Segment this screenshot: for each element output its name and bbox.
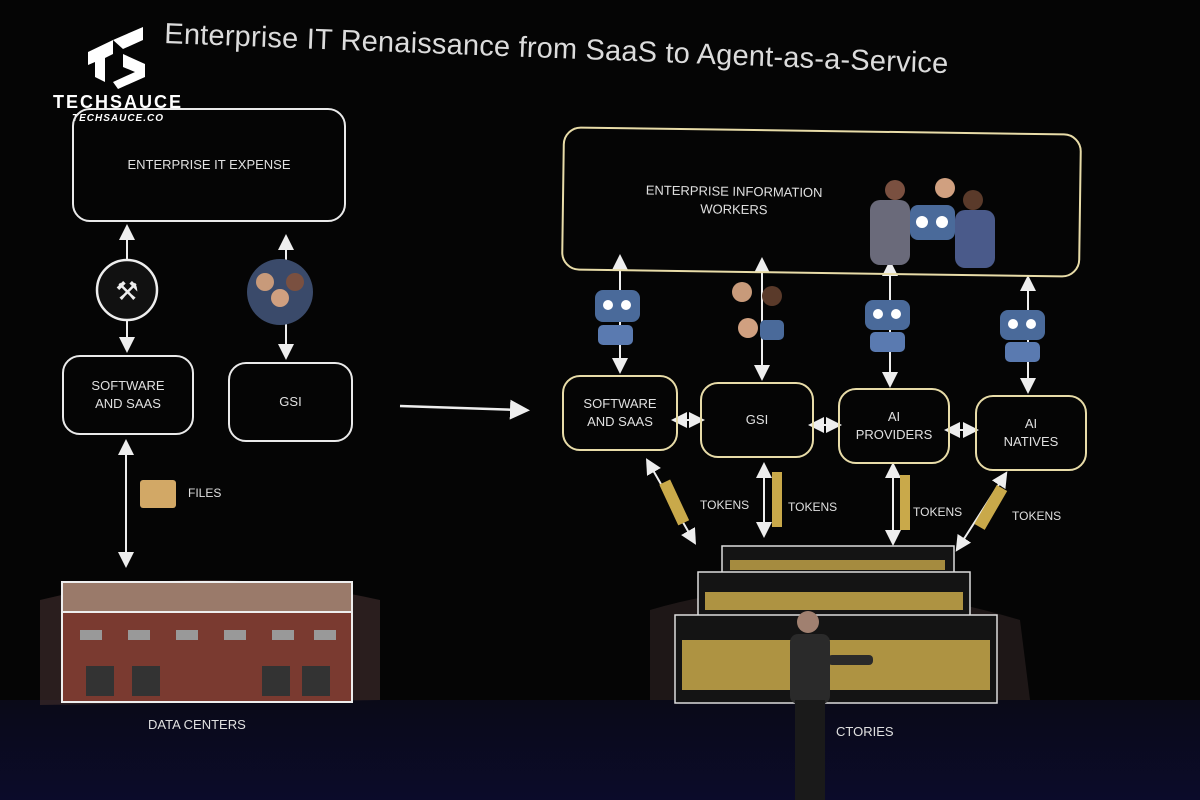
folder-icon [140, 480, 176, 508]
workers-label: ENTERPRISE INFORMATION WORKERS [645, 182, 823, 218]
gsi-label: GSI [745, 412, 769, 427]
right-gsi-box: GSI [700, 382, 814, 458]
ai-providers-box: AI PROVIDERS [838, 388, 950, 464]
ai-providers-label: AI PROVIDERS [855, 409, 933, 442]
left-software-saas-box: SOFTWARE AND SAAS [62, 355, 194, 435]
software-label: SOFTWARE AND SAAS [91, 378, 165, 411]
tokens-label: TOKENS [913, 505, 963, 519]
watermark-url: TECHSAUCE.CO [71, 113, 164, 124]
expense-label: ENTERPRISE IT EXPENSE [127, 157, 291, 172]
ai-natives-label: AI NATIVES [1003, 416, 1059, 449]
robot-icons [595, 290, 1045, 362]
workers-robot-illustration [870, 178, 995, 268]
tokens-label: TOKENS [700, 498, 750, 512]
gsi-label: GSI [279, 394, 302, 409]
files-label: FILES [188, 486, 222, 500]
transition-arrow [399, 399, 530, 420]
svg-text:⚒: ⚒ [115, 277, 138, 307]
watermark-name: TECHSAUCE [52, 92, 183, 112]
left-gsi-box: GSI [228, 362, 353, 442]
enterprise-information-workers-box: ENTERPRISE INFORMATION WORKERS [561, 126, 1082, 278]
ai-factory-racks [650, 545, 1030, 704]
data-centers-label: DATA CENTERS [148, 717, 246, 732]
software-label: SOFTWARE AND SAAS [583, 396, 657, 429]
right-software-saas-box: SOFTWARE AND SAAS [562, 375, 678, 451]
data-center-building-icon [61, 581, 353, 703]
techsauce-logo-icon [88, 27, 145, 89]
ai-natives-box: AI NATIVES [975, 395, 1087, 471]
stage-floor [0, 700, 1200, 800]
left-enterprise-it-expense-box: ENTERPRISE IT EXPENSE [72, 108, 346, 222]
tools-icon [95, 258, 159, 322]
ai-factories-label: CTORIES [836, 724, 894, 739]
token-stacks [659, 472, 1008, 530]
techsauce-watermark: TECHSAUCE TECHSAUCE.CO [48, 22, 188, 124]
gsi-people-icon [732, 282, 784, 340]
presenter-figure [790, 611, 873, 800]
tokens-label: TOKENS [788, 500, 838, 514]
tokens-label: TOKENS [1012, 509, 1062, 523]
